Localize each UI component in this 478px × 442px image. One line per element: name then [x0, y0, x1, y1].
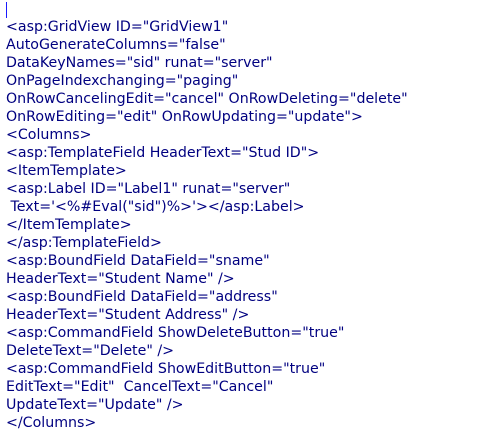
code-line: <Columns> — [6, 127, 92, 143]
code-line: HeaderText="Student Address" /> — [6, 307, 250, 323]
code-line: <asp:GridView ID="GridView1" — [6, 19, 229, 35]
code-line: HeaderText="Student Name" /> — [6, 271, 235, 287]
code-line: <asp:Label ID="Label1" runat="server" — [6, 181, 291, 197]
code-line: OnPageIndexchanging="paging" — [6, 73, 239, 89]
code-line: </asp:TemplateField> — [6, 235, 162, 251]
text-cursor — [6, 2, 7, 18]
code-line: <asp:CommandField ShowEditButton="true" — [6, 361, 326, 377]
code-line: DeleteText="Delete" /> — [6, 343, 175, 359]
code-line: <asp:BoundField DataField="sname" — [6, 253, 270, 269]
code-line: UpdateText="Update" /> — [6, 397, 184, 413]
code-line: OnRowEditing="edit" OnRowUpdating="updat… — [6, 109, 363, 125]
code-line: <asp:CommandField ShowDeleteButton="true… — [6, 325, 345, 341]
code-line: Text='<%#Eval("sid")%>'></asp:Label> — [6, 199, 305, 215]
code-line: <ItemTemplate> — [6, 163, 127, 179]
code-line: </ItemTemplate> — [6, 217, 132, 233]
code-lines: <asp:GridView ID="GridView1" AutoGenerat… — [6, 18, 408, 432]
code-line: AutoGenerateColumns="false" — [6, 37, 226, 53]
code-line: OnRowCancelingEdit="cancel" OnRowDeletin… — [6, 91, 408, 107]
code-line: EditText="Edit" CancelText="Cancel" — [6, 379, 274, 395]
code-line: <asp:TemplateField HeaderText="Stud ID"> — [6, 145, 320, 161]
code-line: DataKeyNames="sid" runat="server" — [6, 55, 273, 71]
code-line: <asp:BoundField DataField="address" — [6, 289, 278, 305]
code-line: </Columns> — [6, 415, 97, 431]
